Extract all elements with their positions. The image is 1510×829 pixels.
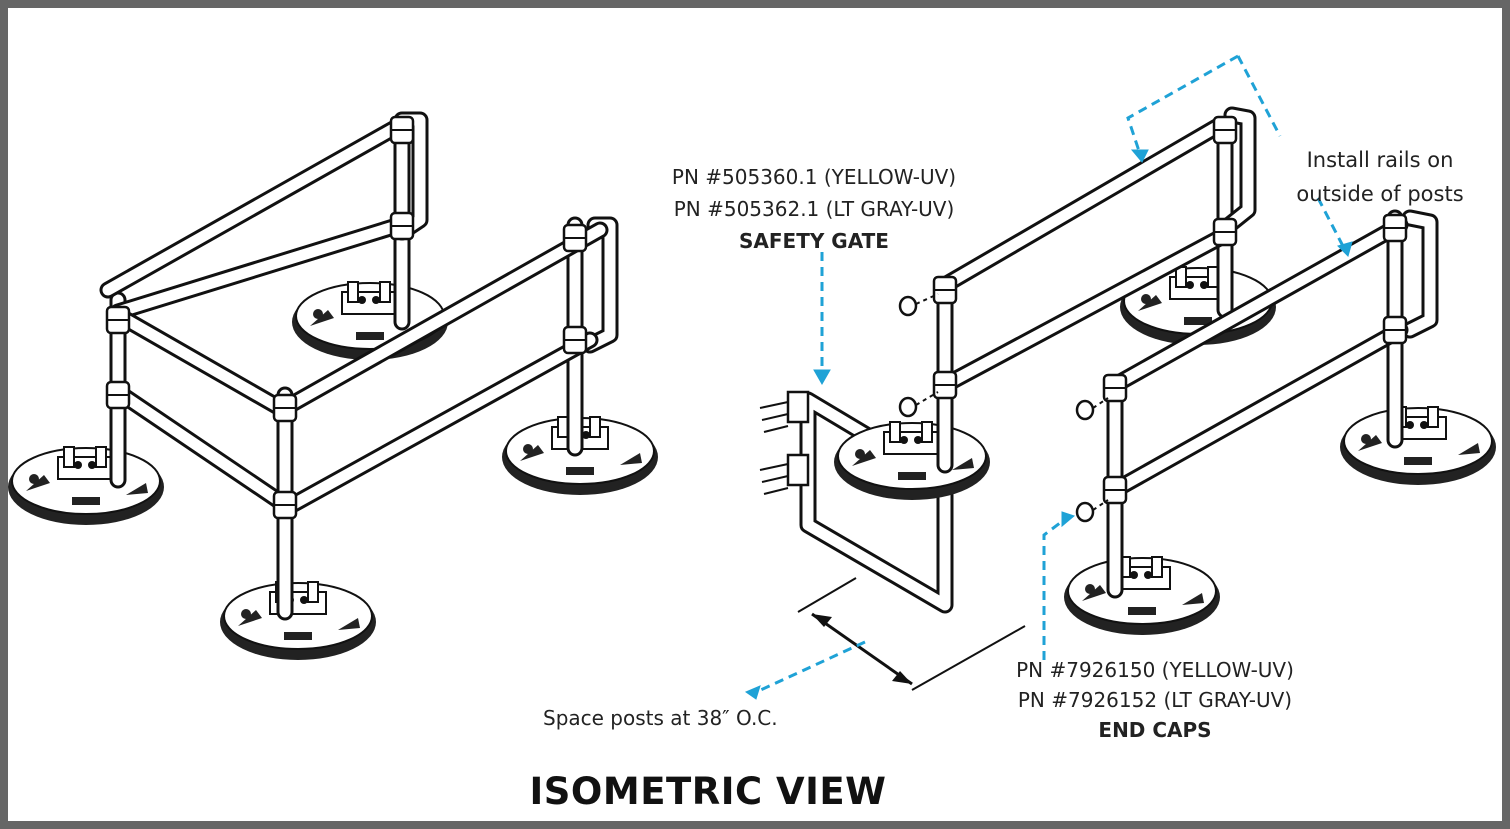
leader-lines <box>744 54 1353 700</box>
post-spacing-dimension <box>797 577 1026 691</box>
safety-gate-title: SAFETY GATE <box>739 229 889 253</box>
end-caps-label: PN #7926150 (YELLOW-UV) PN #7926152 (LT … <box>995 658 1315 742</box>
end-caps-pn-yellow: PN #7926150 (YELLOW-UV) <box>1016 658 1294 682</box>
install-rails-note: Install rails on outside of posts <box>1280 148 1480 206</box>
safety-gate-pn-yellow: PN #505360.1 (YELLOW-UV) <box>671 165 957 189</box>
left-railing-assembly <box>7 111 659 661</box>
safety-gate-pn-gray: PN #505362.1 (LT GRAY-UV) <box>673 197 955 221</box>
install-rails-line-1: Install rails on <box>1306 148 1454 172</box>
end-caps-title: END CAPS <box>1098 718 1212 742</box>
install-rails-line-2: outside of posts <box>1296 182 1464 206</box>
end-caps-pn-gray: PN #7926152 (LT GRAY-UV) <box>1017 688 1293 712</box>
safety-gate-label: PN #505360.1 (YELLOW-UV) PN #505362.1 (L… <box>664 165 964 253</box>
right-railing-assembly <box>833 106 1497 636</box>
view-title: ISOMETRIC VIEW <box>529 770 887 813</box>
post-spacing-note: Space posts at 38″ O.C. <box>543 706 778 730</box>
